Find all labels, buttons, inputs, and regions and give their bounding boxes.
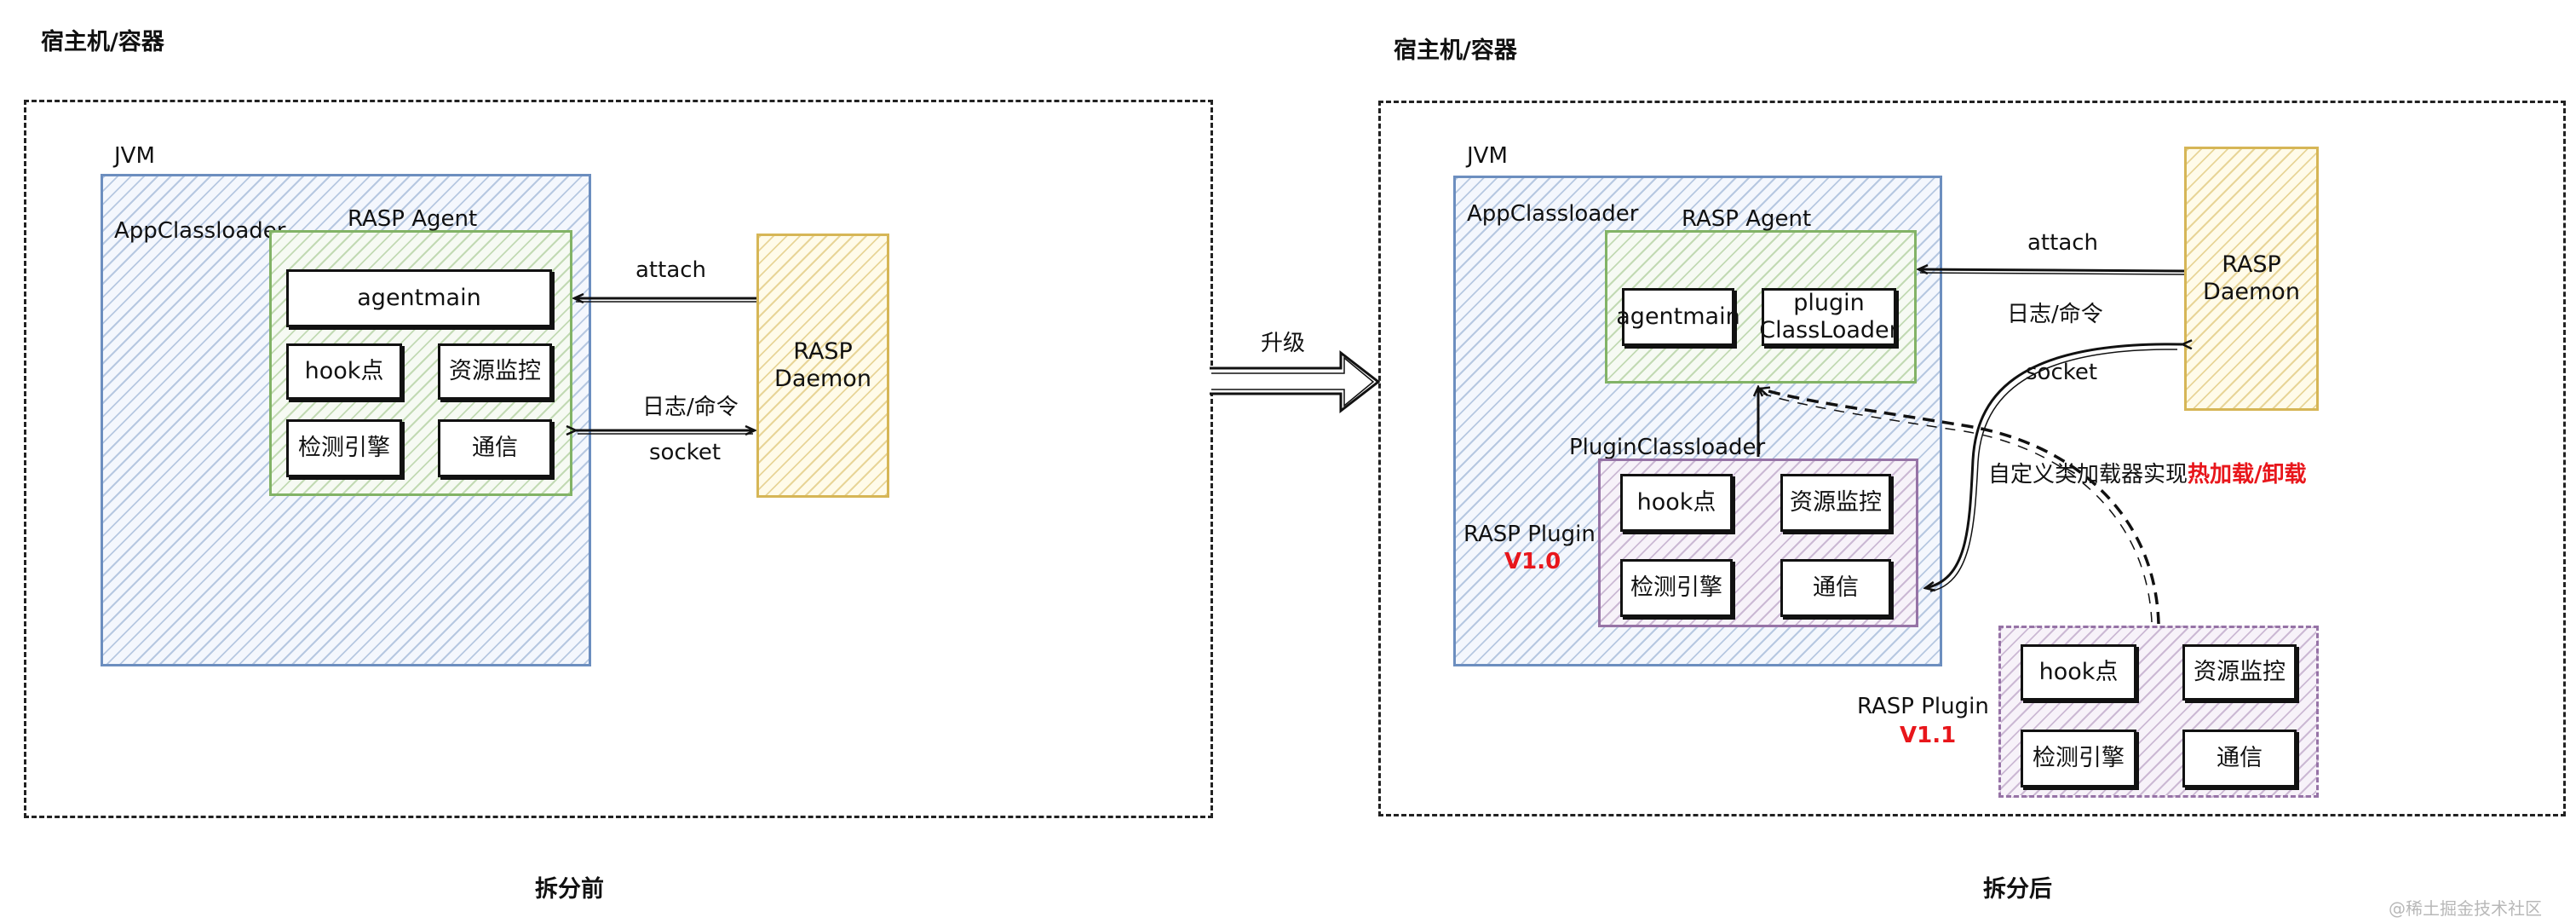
caption-before: 拆分前	[535, 876, 604, 903]
attach-arrow-after	[1918, 269, 2185, 275]
appclassloader-label-before: AppClassloader	[114, 218, 286, 244]
monitor-module-v11: 资源监控	[2182, 644, 2297, 701]
watermark: @稀土掘金技术社区	[2389, 898, 2542, 919]
host-container-before	[24, 100, 1213, 818]
hook-module-v10: hook点	[1620, 474, 1733, 532]
caption-after: 拆分后	[1983, 876, 2052, 903]
monitor-module-v10: 资源监控	[1780, 474, 1891, 532]
host-container-after	[1378, 101, 2566, 816]
attach-label-after: attach	[2027, 230, 2099, 256]
rasp-agent-label-before: RASP Agent	[348, 206, 478, 232]
engine-module-v10: 检测引擎	[1620, 559, 1733, 617]
attach-arrow-before	[574, 298, 756, 302]
host-label-after: 宿主机/容器	[1394, 37, 1517, 64]
hook-module-v11: hook点	[2021, 644, 2136, 701]
hotload-highlight: 热加载/卸载	[2188, 462, 2307, 487]
log-command-label-after: 日志/命令	[2007, 302, 2103, 327]
agentmain-module-before: agentmain	[286, 269, 552, 327]
log-command-label-before: 日志/命令	[642, 395, 739, 420]
engine-module-v11: 检测引擎	[2021, 730, 2136, 787]
upgrade-label: 升级	[1261, 331, 1306, 356]
rasp-plugin-v11-name: RASP Plugin	[1857, 694, 1989, 719]
upgrade-arrow	[1210, 349, 1381, 414]
socket-arrow-before	[576, 430, 755, 434]
host-label-before: 宿主机/容器	[41, 29, 164, 55]
engine-module-before: 检测引擎	[286, 419, 402, 477]
rasp-daemon-box-after	[2184, 147, 2319, 411]
rasp-agent-box-after	[1605, 230, 1917, 384]
comm-module-v10: 通信	[1780, 559, 1891, 617]
appclassloader-label-after: AppClassloader	[1467, 201, 1639, 227]
rasp-daemon-label-before: RASP Daemon	[774, 337, 871, 392]
socket-arrow-after	[1925, 344, 2182, 592]
socket-label-before: socket	[649, 440, 722, 465]
agentmain-module-after: agentmain	[1616, 288, 1740, 346]
attach-label-before: attach	[635, 257, 707, 283]
rasp-daemon-label-after: RASP Daemon	[2203, 251, 2300, 305]
rasp-plugin-v10-name: RASP Plugin	[1463, 522, 1596, 547]
rasp-agent-label-after: RASP Agent	[1682, 206, 1812, 232]
plugin-classloader-module: plugin ClassLoader	[1759, 288, 1899, 346]
jvm-label-after: JVM	[1467, 143, 1508, 169]
comm-module-before: 通信	[438, 419, 552, 477]
rasp-plugin-v10-version: V1.0	[1504, 549, 1561, 574]
pluginclassloader-label: PluginClassloader	[1569, 435, 1766, 460]
hotload-arrow	[1760, 389, 2160, 625]
hook-module-before: hook点	[286, 343, 402, 400]
rasp-daemon-box-before	[756, 234, 889, 498]
comm-module-v11: 通信	[2182, 730, 2297, 787]
monitor-module-before: 资源监控	[438, 343, 552, 400]
jvm-label-before: JVM	[114, 143, 155, 169]
rasp-plugin-v11-version: V1.1	[1900, 723, 1957, 748]
